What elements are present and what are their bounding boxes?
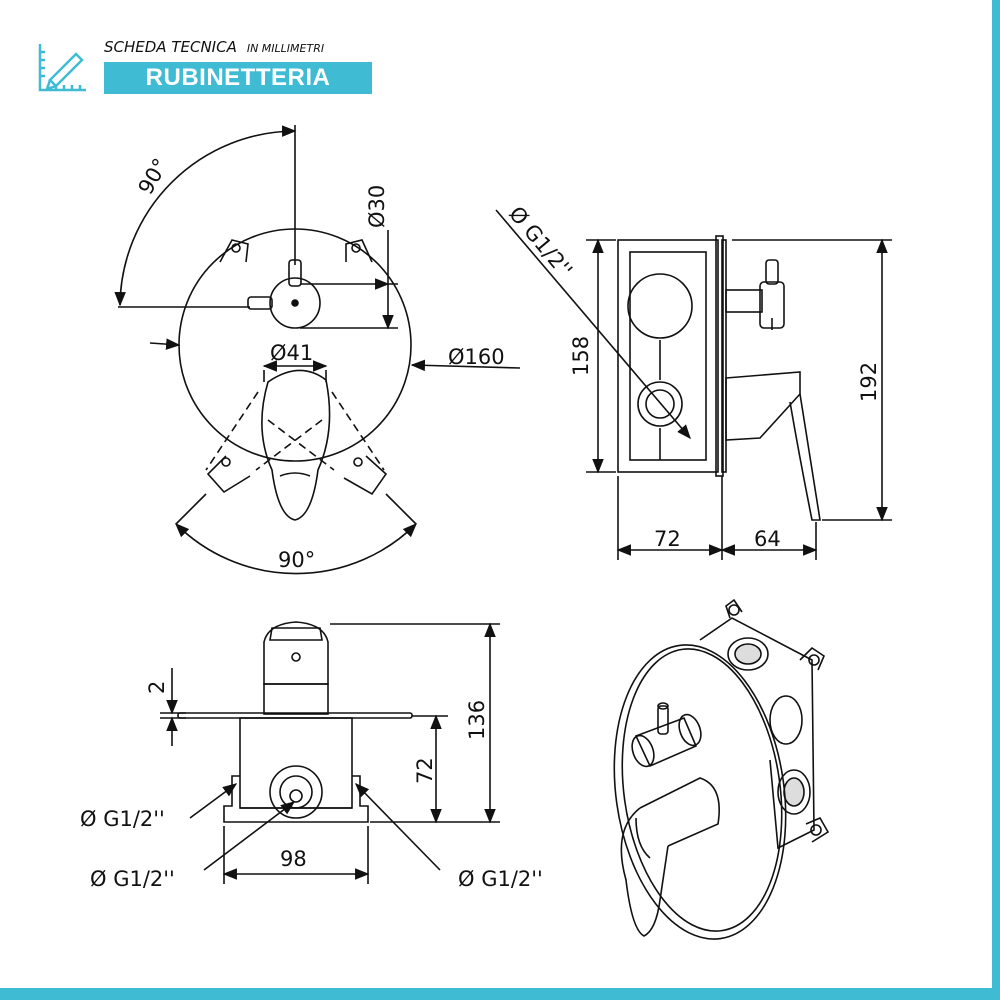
bottom-knob <box>263 621 329 715</box>
side-height-body-label: 158 <box>569 336 593 376</box>
iso-lever <box>620 777 720 937</box>
header-category-banner: RUBINETTERIA <box>104 62 372 94</box>
bottom-body <box>239 717 353 809</box>
front-dia-plate-label: Ø160 <box>448 345 505 369</box>
ruler-pencil-icon <box>38 44 86 92</box>
front-diverter-knob <box>247 259 321 329</box>
bottom-plate-thickness-label: 2 <box>145 681 169 694</box>
header-unit-text: IN MILLIMETRI <box>246 42 325 55</box>
bottom-view <box>160 621 500 884</box>
bottom-width-body-label: 98 <box>280 847 307 871</box>
side-height-total-label: 192 <box>857 362 881 402</box>
iso-plate <box>613 644 787 940</box>
side-view <box>495 209 892 560</box>
front-angle-bottom-label: 90° <box>278 548 315 572</box>
front-view <box>114 125 521 575</box>
front-dia-lever-label: Ø41 <box>270 341 313 365</box>
bottom-thread-center-label: Ø G1/2'' <box>90 867 175 891</box>
side-depth-handle-label: 64 <box>754 527 781 551</box>
side-depth-body-label: 72 <box>654 527 681 551</box>
side-box <box>617 239 719 473</box>
bottom-height-body-label: 72 <box>413 757 437 784</box>
header-title: SCHEDA TECNICA IN MILLIMETRI <box>104 38 324 56</box>
bottom-thread-left-label: Ø G1/2'' <box>80 807 165 831</box>
side-thread-label: Ø G1/2'' <box>504 202 577 282</box>
iso-knob <box>631 702 702 768</box>
bottom-height-total-label: 136 <box>465 700 489 740</box>
front-angle-top-label: 90° <box>134 154 173 198</box>
isometric-view <box>613 598 830 940</box>
side-inlet <box>637 381 683 427</box>
front-angle-top-arc <box>114 125 297 307</box>
front-dia-knob-label: Ø30 <box>365 185 389 228</box>
side-lever <box>725 371 821 521</box>
header-title-text: SCHEDA TECNICA <box>104 38 237 56</box>
front-angle-bottom-arc <box>174 522 418 575</box>
bottom-thread-right-label: Ø G1/2'' <box>458 867 543 891</box>
bottom-inlet <box>269 765 323 819</box>
side-knob <box>725 259 785 330</box>
front-lever <box>205 369 385 521</box>
